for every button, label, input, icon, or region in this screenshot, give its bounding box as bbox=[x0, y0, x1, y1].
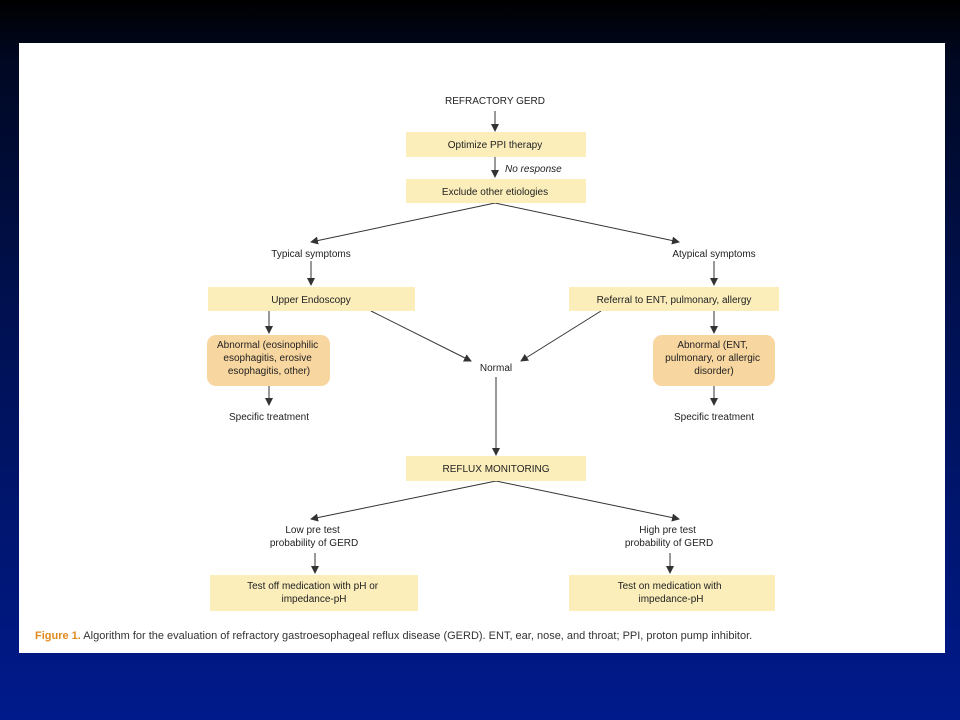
edge-exclude-typical bbox=[310, 202, 496, 245]
node-endoscopy-box bbox=[208, 287, 415, 311]
node-typical-symptoms: Typical symptoms bbox=[271, 249, 350, 260]
figure-caption-label: Figure 1. bbox=[35, 630, 81, 642]
node-specific-treatment-left: Specific treatment bbox=[229, 412, 309, 423]
abnormal-left-line-2: esophagitis, erosive bbox=[223, 353, 312, 364]
figure-caption: Figure 1. Algorithm for the evaluation o… bbox=[35, 630, 935, 642]
node-test-on: Test on medication with impedance-pH bbox=[618, 581, 725, 605]
abnormal-right-line-2: pulmonary, or allergic bbox=[665, 353, 760, 364]
node-exclude-etiologies: Exclude other etiologies bbox=[442, 187, 548, 198]
figure-caption-text: Algorithm for the evaluation of refracto… bbox=[83, 630, 753, 642]
test-off-line-1: Test off medication with pH or bbox=[247, 581, 379, 592]
test-on-line-2: impedance-pH bbox=[638, 594, 703, 605]
node-test-off: Test off medication with pH or impedance… bbox=[247, 581, 381, 605]
node-abnormal-right-box bbox=[653, 335, 775, 386]
abnormal-right-line-3: disorder) bbox=[694, 366, 733, 377]
node-abnormal-left: Abnormal (eosinophilic esophagitis, eros… bbox=[217, 340, 321, 377]
node-optimize-ppi: Optimize PPI therapy bbox=[448, 140, 542, 151]
edge-endoscopy-normal bbox=[370, 310, 472, 362]
node-abnormal-right: Abnormal (ENT, pulmonary, or allergic di… bbox=[665, 340, 763, 377]
node-reflux-monitoring: REFLUX MONITORING bbox=[442, 464, 549, 475]
abnormal-left-line-3: esophagitis, other) bbox=[228, 366, 310, 377]
slide-panel: REFRACTORY GERD Optimize PPI therapy No … bbox=[19, 43, 945, 653]
node-low-pretest: Low pre test probability of GERD bbox=[270, 525, 358, 549]
flowchart-diagram: REFRACTORY GERD Optimize PPI therapy No … bbox=[207, 96, 779, 611]
node-specific-treatment-right: Specific treatment bbox=[674, 412, 754, 423]
edge-referral-normal bbox=[520, 310, 602, 362]
edge-exclude-atypical bbox=[494, 202, 680, 245]
node-optimize-box bbox=[406, 132, 586, 157]
node-test-off-box bbox=[210, 575, 418, 611]
node-refractory-gerd: REFRACTORY GERD bbox=[445, 96, 545, 107]
node-reflux-box bbox=[406, 456, 586, 481]
node-referral: Referral to ENT, pulmonary, allergy bbox=[597, 295, 752, 306]
node-upper-endoscopy: Upper Endoscopy bbox=[271, 295, 351, 306]
node-test-on-box bbox=[569, 575, 775, 611]
abnormal-right-line-1: Abnormal (ENT, bbox=[677, 340, 748, 351]
low-pretest-line-2: probability of GERD bbox=[270, 538, 358, 549]
node-exclude-box bbox=[406, 179, 586, 203]
node-atypical-symptoms: Atypical symptoms bbox=[672, 249, 755, 260]
edge-label-no-response: No response bbox=[505, 164, 562, 175]
low-pretest-line-1: Low pre test bbox=[285, 525, 340, 536]
test-off-line-2: impedance-pH bbox=[281, 594, 346, 605]
node-high-pretest: High pre test probability of GERD bbox=[625, 525, 713, 549]
abnormal-left-line-1: Abnormal (eosinophilic bbox=[217, 340, 318, 351]
node-abnormal-left-box bbox=[207, 335, 330, 386]
high-pretest-line-2: probability of GERD bbox=[625, 538, 713, 549]
node-referral-box bbox=[569, 287, 779, 311]
node-normal: Normal bbox=[480, 363, 512, 374]
edge-reflux-low bbox=[310, 480, 497, 522]
high-pretest-line-1: High pre test bbox=[639, 525, 696, 536]
test-on-line-1: Test on medication with bbox=[618, 581, 722, 592]
edge-reflux-high bbox=[495, 480, 680, 522]
